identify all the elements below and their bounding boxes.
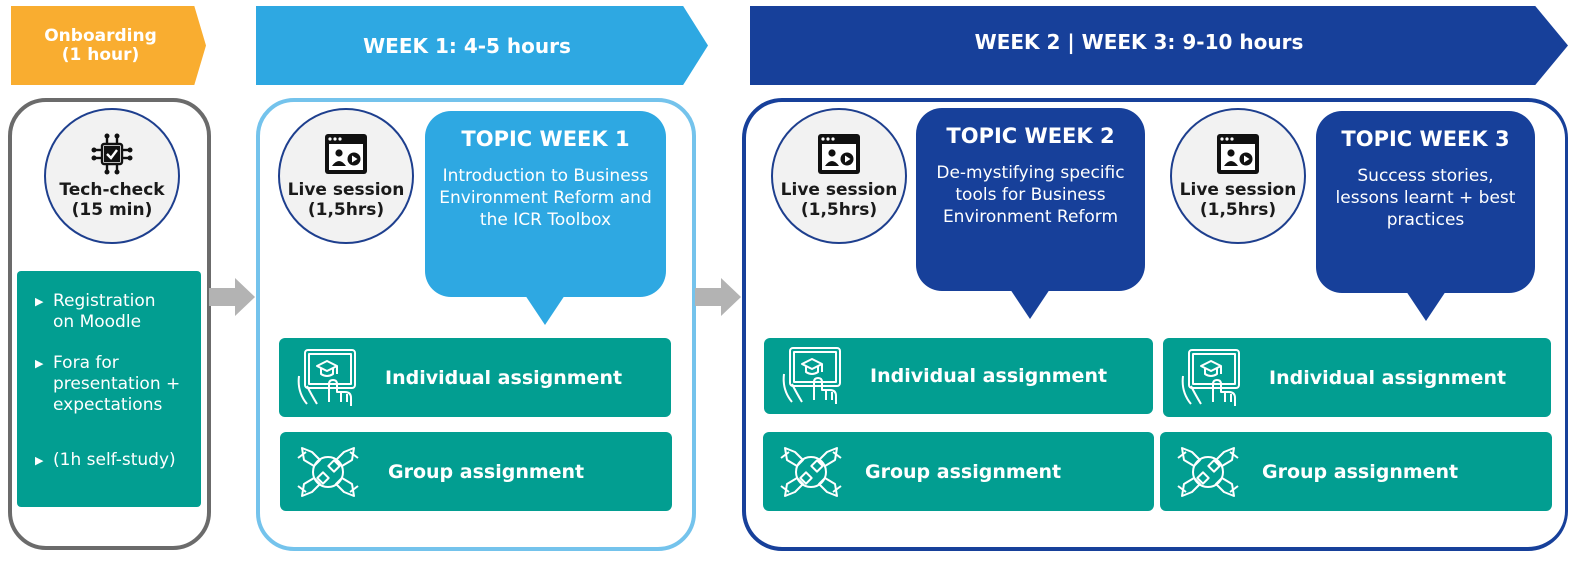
topic-week3-body: Success stories, lessons learnt + best p…: [1335, 166, 1516, 230]
week23-banner: WEEK 2 | WEEK 3: 9-10 hours: [750, 6, 1568, 85]
topic-week3-title: TOPIC WEEK 3: [1341, 127, 1510, 151]
individual-assignment-button[interactable]: Individual assignment: [764, 338, 1153, 414]
group-assignment-label: Group assignment: [1262, 460, 1459, 483]
topic-week3-bubble: TOPIC WEEK 3 Success stories, lessons le…: [1316, 111, 1535, 321]
video-session-icon: [816, 132, 862, 176]
arrow-right-icon: [209, 278, 255, 316]
video-session-icon: [323, 132, 369, 176]
onboarding-list: ▶Registration on Moodle ▶Fora for presen…: [17, 271, 201, 507]
ai-chip-check-icon: [91, 133, 133, 175]
list-item: ▶(1h self-study): [35, 450, 176, 470]
topic-week1-bubble: TOPIC WEEK 1 Introduction to Business En…: [425, 111, 666, 325]
group-hands-icon: [296, 440, 360, 504]
week1-banner-text: WEEK 1: 4-5 hours: [363, 33, 571, 58]
week1-banner: WEEK 1: 4-5 hours: [256, 6, 708, 85]
live-session-label: Live session (1,5hrs): [287, 180, 405, 220]
group-assignment-label: Group assignment: [865, 460, 1062, 483]
list-item-text: Fora for presentation + expectations: [53, 353, 181, 415]
live-session-circle: Live session (1,5hrs): [278, 108, 414, 244]
topic-week1-title: TOPIC WEEK 1: [461, 127, 630, 151]
group-assignment-button[interactable]: Group assignment: [280, 432, 672, 511]
individual-assignment-button[interactable]: Individual assignment: [279, 338, 671, 417]
individual-assignment-label: Individual assignment: [1269, 366, 1507, 389]
list-item: ▶Registration on Moodle: [35, 291, 156, 332]
group-hands-icon: [779, 440, 843, 504]
live-session-label: Live session (1,5hrs): [1179, 180, 1297, 220]
live-session-label: Live session (1,5hrs): [780, 180, 898, 220]
list-item: ▶Fora for presentation + expectations: [35, 353, 185, 416]
arrow-right-icon: [695, 278, 741, 316]
tech-check-label: Tech-check (15 min): [59, 180, 165, 220]
week23-banner-text: WEEK 2 | WEEK 3: 9-10 hours: [974, 30, 1304, 54]
live-session-circle: Live session (1,5hrs): [771, 108, 907, 244]
group-assignment-button[interactable]: Group assignment: [1160, 432, 1552, 511]
individual-assignment-button[interactable]: Individual assignment: [1163, 338, 1551, 417]
individual-assignment-label: Individual assignment: [385, 366, 623, 389]
topic-week1-body: Introduction to Business Environment Ref…: [439, 166, 652, 230]
tablet-graduation-icon: [295, 346, 359, 410]
tablet-graduation-icon: [780, 344, 844, 408]
individual-assignment-label: Individual assignment: [870, 365, 1108, 387]
list-item-text: (1h self-study): [53, 450, 176, 470]
video-session-icon: [1215, 132, 1261, 176]
tech-check-circle: Tech-check (15 min): [44, 108, 180, 244]
live-session-circle: Live session (1,5hrs): [1170, 108, 1306, 244]
tablet-graduation-icon: [1179, 346, 1243, 410]
group-assignment-label: Group assignment: [388, 460, 585, 483]
topic-week2-bubble: TOPIC WEEK 2 De-mystifying specific tool…: [916, 108, 1145, 319]
list-item-text: Registration on Moodle: [53, 291, 156, 332]
group-hands-icon: [1176, 440, 1240, 504]
topic-week2-title: TOPIC WEEK 2: [946, 124, 1115, 148]
topic-week2-body: De-mystifying specific tools for Busines…: [936, 163, 1125, 227]
group-assignment-button[interactable]: Group assignment: [763, 432, 1154, 511]
onboarding-banner: Onboarding (1 hour): [11, 6, 206, 85]
onboarding-banner-text: Onboarding (1 hour): [44, 25, 157, 65]
